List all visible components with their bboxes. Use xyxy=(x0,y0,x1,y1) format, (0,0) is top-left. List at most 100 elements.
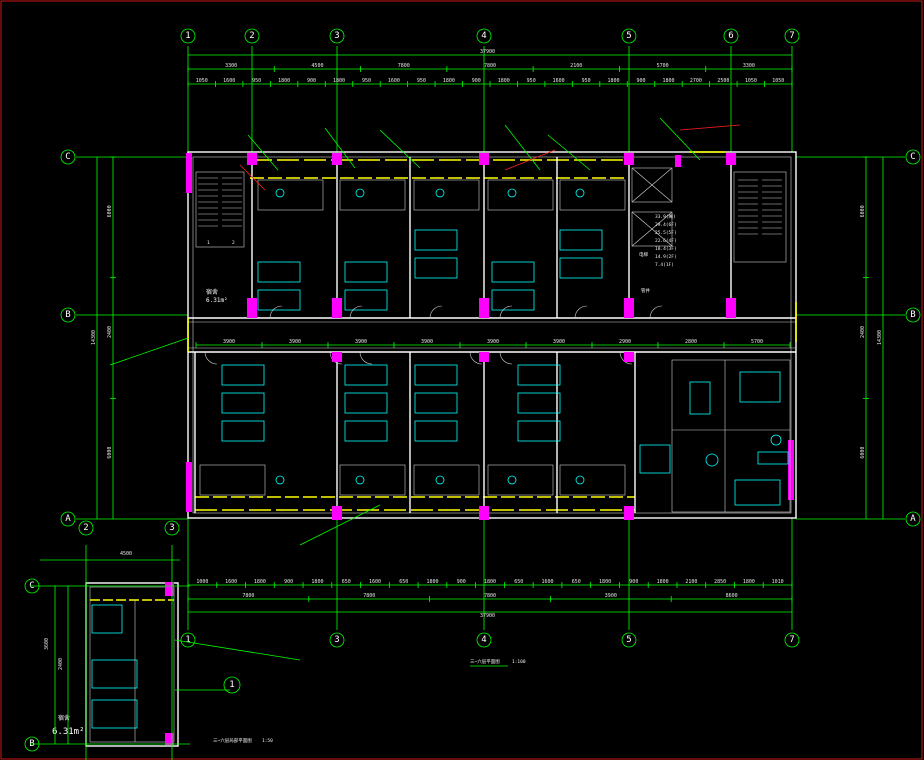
door-arc-south xyxy=(204,351,218,365)
toilet-north xyxy=(575,188,585,198)
dim-corridor-label: 2900 xyxy=(619,339,631,345)
detail-grid-label-top: 3 xyxy=(169,523,174,533)
dim-bottom-total: 37900 xyxy=(480,613,495,619)
dim-bottom-row1-label: 650 xyxy=(399,579,408,585)
toilet-south xyxy=(435,475,445,485)
drawing-scale: 1:100 xyxy=(512,659,526,665)
dim-top-row1-label: 3300 xyxy=(225,63,237,69)
bathroom-block-north xyxy=(257,179,324,211)
bed-south xyxy=(517,364,561,386)
dim-right-label: 6000 xyxy=(860,447,866,459)
grid-label-left: C xyxy=(65,152,70,162)
elevator-label: 电梯 xyxy=(639,251,648,258)
dim-bottom-row1-label: 1800 xyxy=(657,579,669,585)
detail-grid-bubble-top xyxy=(164,520,180,536)
dim-bottom-row1-label: 1000 xyxy=(196,579,208,585)
grid-bubble-bottom xyxy=(329,632,345,648)
toilet-north xyxy=(275,188,285,198)
dim-top-total: 37900 xyxy=(480,49,495,55)
elevator-core: 电梯 管井 xyxy=(631,167,673,294)
stair-west-label-2: 2 xyxy=(232,240,235,246)
grid-label-top: 6 xyxy=(728,31,733,41)
bathroom-block-south xyxy=(199,464,266,496)
column-south xyxy=(479,506,489,520)
detail-height-dim-2: 2400 xyxy=(58,658,64,670)
dim-right-total: 14300 xyxy=(877,330,883,345)
detail-height-dim-1: 3600 xyxy=(44,638,50,650)
room-label: 宿舍 xyxy=(206,288,218,296)
detail-room-label: 宿舍 xyxy=(58,714,70,722)
column-north xyxy=(247,153,257,165)
bed-north xyxy=(559,229,603,251)
elevation-marks: 33.9(阁)29.4(6F)25.5(5F)22.6(4F)18.4(3F)1… xyxy=(655,213,677,268)
column-south xyxy=(332,506,342,520)
column-corner xyxy=(788,440,794,500)
dim-bottom-row1-label: 1800 xyxy=(484,579,496,585)
grid-bubble-top xyxy=(784,28,800,44)
dim-bottom-row2-label: 7800 xyxy=(363,593,375,599)
dim-right-label: 2400 xyxy=(860,326,866,338)
elevation-mark: 14.9(2F) xyxy=(655,254,677,260)
dim-top-row2-label: 1800 xyxy=(662,78,674,84)
grid-bubble-bottom xyxy=(180,632,196,648)
dim-top-row2-label: 1050 xyxy=(772,78,784,84)
room-partitions xyxy=(194,157,732,513)
dim-top-row2-label: 1800 xyxy=(608,78,620,84)
dim-top-row2-label: 1600 xyxy=(388,78,400,84)
dim-top-row2-label: 1800 xyxy=(278,78,290,84)
dim-top-row1-label: 4500 xyxy=(311,63,323,69)
dim-bottom-row1-label: 2100 xyxy=(685,579,697,585)
stair-west: 1 2 xyxy=(195,171,245,248)
grid-label-right: A xyxy=(910,514,916,524)
bed-south xyxy=(221,420,265,442)
bed-north xyxy=(414,257,458,279)
grid-label-bottom: 3 xyxy=(334,635,339,645)
dim-top-row2-label: 900 xyxy=(307,78,316,84)
bathroom-block-north xyxy=(559,179,626,211)
dim-corridor-label: 3900 xyxy=(223,339,235,345)
elevation-mark: 25.5(5F) xyxy=(655,230,677,236)
bed-south xyxy=(414,392,458,414)
grid-bubble-right xyxy=(905,307,921,323)
door-arc-north xyxy=(649,305,663,319)
grid-label-left: B xyxy=(65,310,70,320)
column-mid-north xyxy=(332,298,342,318)
dim-bottom-row1-label: 1800 xyxy=(311,579,323,585)
door-arc-south xyxy=(359,351,373,365)
dim-top-row1-label: 2100 xyxy=(570,63,582,69)
detail-scale: 1:50 xyxy=(262,738,273,744)
dim-top-row2-label: 950 xyxy=(582,78,591,84)
dim-bottom-row1-label: 1600 xyxy=(225,579,237,585)
dim-bottom-row2-label: 7800 xyxy=(242,593,254,599)
grid-bubble-left xyxy=(60,149,76,165)
grid-label-bottom: 4 xyxy=(481,635,486,645)
door-arc-north xyxy=(574,305,588,319)
grid-bubble-bottom xyxy=(476,632,492,648)
bed-south xyxy=(517,420,561,442)
dim-top-row2-label: 950 xyxy=(252,78,261,84)
room-fixtures xyxy=(204,188,663,485)
dim-bottom-row2-label: 3900 xyxy=(605,593,617,599)
bed-north xyxy=(491,261,535,283)
bed-north xyxy=(559,257,603,279)
grid-bubble-top xyxy=(244,28,260,44)
bed-south xyxy=(517,392,561,414)
detail-callout-number: 1 xyxy=(229,680,234,690)
bed-south xyxy=(414,420,458,442)
bed-south xyxy=(344,420,388,442)
dim-top-row1-label: 7800 xyxy=(398,63,410,69)
column-north xyxy=(332,153,342,165)
toilet-north xyxy=(435,188,445,198)
bathroom-block-north xyxy=(487,179,554,211)
grid-label-top: 1 xyxy=(185,31,190,41)
grid-label-top: 3 xyxy=(334,31,339,41)
grid-bubble-bottom xyxy=(621,632,637,648)
toilet-north xyxy=(355,188,365,198)
column-mid-south xyxy=(479,352,489,362)
dim-bottom-row1-label: 900 xyxy=(457,579,466,585)
bed-north xyxy=(344,261,388,283)
column-corner xyxy=(186,153,192,193)
grid-bubble-top xyxy=(621,28,637,44)
